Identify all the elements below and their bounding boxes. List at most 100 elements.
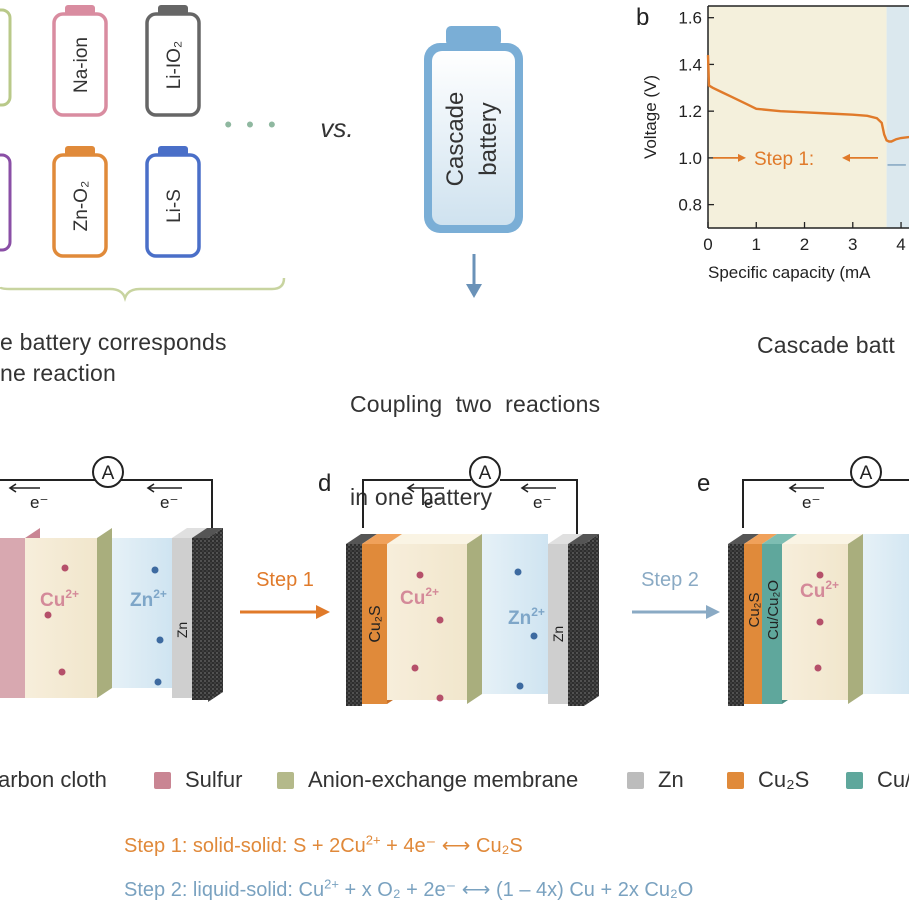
cascade-label-line2: battery (475, 102, 502, 175)
chart-x-axis-label: Specific capacity (mA (708, 263, 871, 282)
zn-ion-label-c: Zn2+ (130, 587, 167, 611)
legend-label-cu-cu2o: Cu/ (877, 767, 909, 792)
electron-label-c2: e⁻ (160, 493, 178, 512)
zn-electrode-label-c: Zn (174, 622, 190, 638)
legend-label-membrane: Anion-exchange membrane (308, 767, 579, 792)
cu-cu2o-electrode-label-e: Cu/Cu₂O (765, 580, 782, 640)
equation-step2-charge: 2+ (324, 876, 339, 892)
legend-label-carbon-cloth: arbon cloth (0, 767, 107, 792)
legend-membrane: Anion-exchange membrane (277, 765, 578, 795)
battery-edge-bottom (0, 153, 12, 252)
chart-y-tick-label: 1.4 (678, 55, 702, 74)
equation-step2: Step 2: liquid-solid: Cu2+ + x O₂ + 2e⁻ … (124, 877, 693, 902)
cu-ion-label-d: Cu2+ (400, 585, 439, 609)
cu2s-electrode-label-d: Cu₂S (367, 605, 384, 642)
legend-cu2s: Cu₂S (727, 765, 809, 795)
ellipsis-dots: • • • (224, 112, 279, 137)
cascade-label-line1: Cascade (442, 92, 469, 187)
panel-a-graphic: Na-ion Li-IO₂ Zn-O₂ Li-S • • • vs. Casca… (0, 5, 523, 302)
cell-d (346, 479, 599, 706)
legend-swatch-cu2s (727, 771, 744, 789)
step2-arrow-label: Step 2 (641, 569, 699, 591)
caption-left-line1: e battery corresponds (0, 329, 227, 355)
legend-label-sulfur: Sulfur (185, 767, 243, 792)
chart-step1-arrowhead-right (842, 153, 850, 162)
chart-step1-label: Step 1: (754, 149, 814, 170)
chart-step1-arrowhead-left (738, 153, 746, 162)
electron-label-d2: e⁻ (533, 493, 551, 512)
caption-right: Cascade batt (757, 332, 895, 358)
battery-na-ion (52, 5, 108, 117)
chart-x-tick-label: 3 (848, 235, 857, 254)
battery-zn-o2 (52, 146, 108, 258)
chart-region-0 (708, 6, 887, 228)
grouping-brace (0, 277, 286, 302)
chart-y-tick-label: 1.2 (678, 102, 702, 121)
cu-ion-label-c: Cu2+ (40, 587, 79, 611)
chart-y-tick-label: 0.8 (678, 196, 702, 215)
caption-left: e battery corresponds ne reaction (0, 327, 227, 389)
cascade-battery (424, 26, 523, 233)
chart-x-tick-label: 2 (800, 235, 809, 254)
battery-edge-top (0, 8, 12, 107)
equation-step1-prefix: Step 1: solid-solid: S + 2Cu (124, 835, 366, 857)
chart-series-line-0 (706, 55, 909, 143)
caption-middle-line1: Coupling two reactions (350, 391, 601, 417)
equation-step1-rest: + 4e⁻ ⟷ Cu₂S (380, 835, 523, 857)
step1-arrow-icon (240, 605, 330, 619)
legend-zn: Zn (627, 765, 684, 795)
down-arrow-icon (466, 254, 482, 298)
chart-y-tick-label: 1.0 (678, 149, 702, 168)
legend-swatch-zn (627, 771, 644, 789)
legend-swatch-sulfur (154, 771, 171, 789)
chart-y-tick-label: 1.6 (678, 9, 702, 28)
step1-arrow-label: Step 1 (256, 569, 314, 591)
ammeter-d-label: A (479, 463, 492, 484)
electron-label-c1: e⁻ (30, 493, 48, 512)
legend-carbon-cloth: arbon cloth (0, 765, 107, 795)
electron-arrows (8, 483, 824, 493)
vs-label: vs. (320, 113, 353, 143)
legend-sulfur: Sulfur (154, 765, 242, 795)
battery-li-s (145, 146, 201, 258)
ion-particles (44, 564, 824, 702)
cu2s-electrode-label-e: Cu₂S (746, 592, 763, 627)
ammeter-c-icon (92, 456, 124, 488)
chart-region-1 (886, 6, 909, 228)
legend-swatch-membrane (277, 771, 294, 789)
electron-label-e1: e⁻ (802, 493, 820, 512)
legend-label-zn: Zn (658, 767, 684, 792)
panel-letter-b: b (636, 4, 650, 31)
zn-electrode-label-d: Zn (550, 626, 566, 642)
battery-label-na-ion: Na-ion (71, 37, 92, 93)
equation-step1-charge: 2+ (365, 832, 381, 848)
equation-step2-rest: + x O₂ + 2e⁻ ⟷ (1 – 4x) Cu + 2x Cu₂O (338, 879, 694, 901)
equation-step1: Step 1: solid-solid: S + 2Cu2+ + 4e⁻ ⟷ C… (124, 833, 523, 858)
caption-left-line2: ne reaction (0, 360, 116, 386)
zn-ion-label-d: Zn2+ (508, 605, 545, 629)
equation-step2-prefix: Step 2: liquid-solid: Cu (124, 879, 325, 901)
cu-ion-label-e: Cu2+ (800, 578, 839, 602)
ammeter-e-icon (850, 456, 882, 488)
chart-x-tick-label: 0 (703, 235, 712, 254)
ammeter-d-icon (469, 456, 501, 488)
battery-label-li-io2: Li-IO₂ (164, 41, 185, 90)
chart-x-tick-label: 1 (752, 235, 761, 254)
step2-arrow-icon (632, 605, 720, 619)
cell-c (0, 479, 223, 702)
battery-label-li-s: Li-S (164, 189, 185, 223)
ammeter-e-label: A (860, 463, 873, 484)
panel-letter-e: e (697, 470, 711, 497)
cell-e (728, 479, 909, 706)
legend-cu-cu2o: Cu/ (846, 765, 909, 795)
cells-graphic: A A A e⁻ e⁻ e⁻ e⁻ e⁻ Cu2+ Zn2+ Cu2+ Zn2+… (0, 456, 909, 706)
legend-swatch-cu-cu2o (846, 771, 863, 789)
chart-x-tick-label: 4 (896, 235, 905, 254)
ammeter-c-label: A (102, 463, 115, 484)
battery-li-io2 (145, 5, 201, 117)
panel-letter-d: d (318, 470, 332, 497)
battery-label-zn-o2: Zn-O₂ (71, 181, 92, 232)
electron-label-d1: e⁻ (424, 493, 442, 512)
legend-label-cu2s: Cu₂S (758, 767, 810, 792)
